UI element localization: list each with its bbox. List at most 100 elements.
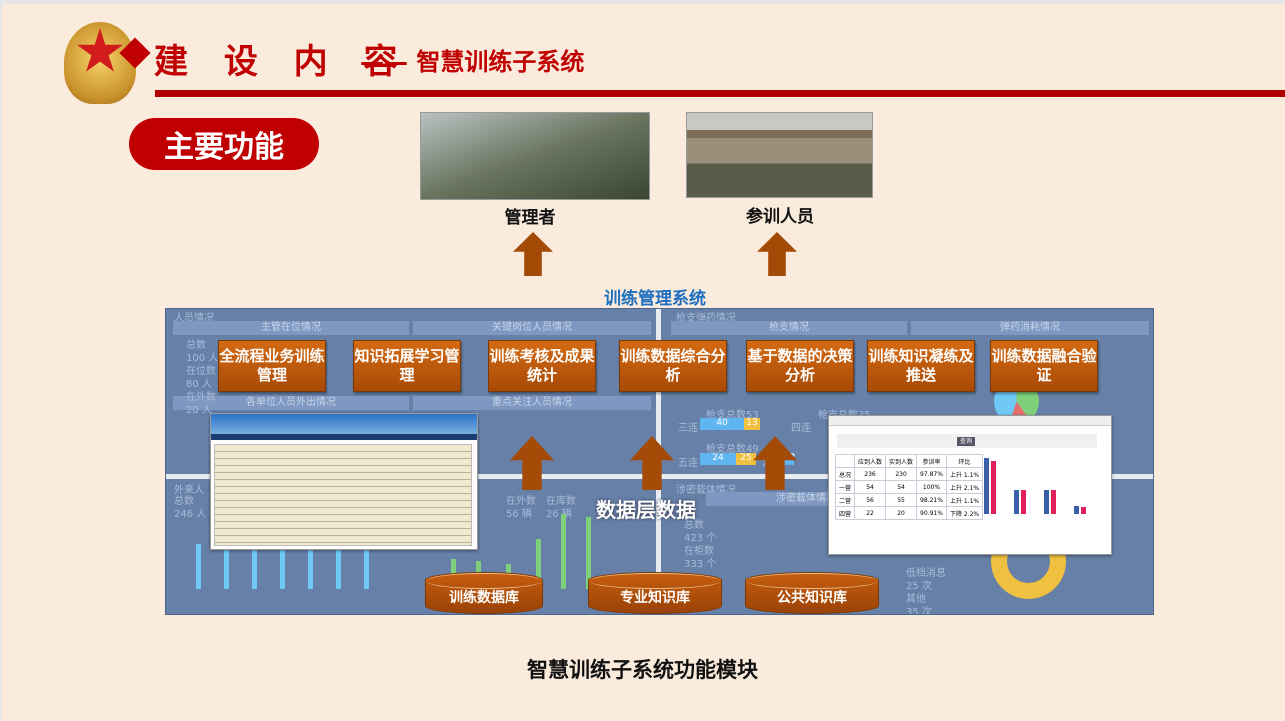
- panel-header: 关键岗位人员情况: [413, 321, 651, 335]
- company-value-a: 40: [700, 418, 744, 430]
- stat-label: 在外数: [506, 496, 536, 507]
- slide-title: 建 设 内 容: [154, 42, 410, 82]
- bar: [536, 539, 541, 589]
- stat-value: 25 次: [906, 581, 932, 592]
- visitor-stats: 总数 246 人: [174, 495, 206, 521]
- public-knowledge-base[interactable]: 公共知识库: [745, 572, 879, 614]
- bar: [252, 549, 257, 589]
- stat-label: 在外数: [186, 392, 216, 403]
- function-data-fusion[interactable]: 训练数据融合验证: [990, 340, 1098, 392]
- company-value-a: 24: [700, 453, 736, 465]
- bar: [196, 544, 201, 589]
- function-data-analysis[interactable]: 训练数据综合分析: [619, 340, 727, 392]
- bar: [364, 539, 369, 589]
- column-header: 应到人数: [854, 454, 887, 468]
- system-title: 训练管理系统: [604, 289, 706, 309]
- stat-value: 80 人: [186, 379, 212, 390]
- column-header: 环比: [945, 454, 984, 468]
- training-database[interactable]: 训练数据库: [425, 572, 543, 614]
- trainee-photo: [686, 112, 873, 198]
- vehicle-out-stats: 在外数 56 辆: [506, 495, 536, 521]
- bar: [1044, 490, 1049, 514]
- stat-label: 在柜数: [684, 546, 714, 557]
- company-name: 四连: [791, 423, 811, 434]
- bar: [1014, 490, 1019, 514]
- panel-header: 弹药消耗情况: [911, 321, 1149, 335]
- gun-total: 枪支总数53: [706, 410, 759, 421]
- carrier-stats: 总数 423 个在柜数 333 个: [684, 519, 716, 571]
- function-assessment-stats[interactable]: 训练考核及成果统计: [488, 340, 596, 392]
- slide-subtitle: —— 智慧训练子系统: [360, 42, 584, 77]
- stats-header: [829, 416, 1111, 426]
- stat-value: 100 人: [186, 353, 219, 364]
- role-label-manager: 管理者: [504, 208, 556, 228]
- stat-label: 在位数: [186, 366, 216, 377]
- stat-label: 其他: [906, 594, 926, 605]
- bar: [1021, 490, 1026, 514]
- panel-header: 主管在位情况: [173, 321, 409, 335]
- stat-label: 总数: [174, 496, 194, 507]
- figure-caption: 智慧训练子系统功能模块: [527, 658, 758, 682]
- section-label: 涉密载体情况: [676, 485, 736, 496]
- bar: [984, 458, 989, 514]
- stat-label: 总数: [684, 520, 704, 531]
- exam-screenshot: [210, 413, 478, 550]
- stat-label: 在库数: [546, 496, 576, 507]
- panel-header: 各单位人员外出情况: [173, 396, 409, 410]
- personnel-stats: 总数 100 人在位数 80 人在外数 20 人: [186, 339, 218, 417]
- company-name: 三连: [678, 423, 698, 434]
- query-button[interactable]: 查询: [957, 437, 976, 446]
- professional-knowledge-base[interactable]: 专业知识库: [588, 572, 722, 614]
- ammo-stats: 低档消息 25 次其他 35 次: [906, 567, 946, 615]
- exam-header: [211, 414, 477, 434]
- function-knowledge-learning[interactable]: 知识拓展学习管理: [353, 340, 461, 392]
- stat-value: 423 个: [684, 533, 717, 544]
- stat-value: 20 人: [186, 405, 212, 416]
- column-header: 实到人数: [885, 454, 918, 468]
- stat-label: 总数: [186, 340, 206, 351]
- bar: [586, 517, 591, 589]
- column-header: 参训率: [916, 454, 947, 468]
- section-label: 枪支弹药情况: [676, 313, 736, 324]
- bar: [224, 537, 229, 589]
- bar: [308, 541, 313, 589]
- stat-value: 35 次: [906, 607, 932, 615]
- function-decision-analysis[interactable]: 基于数据的决策分析: [746, 340, 854, 392]
- company-name: 五连: [678, 458, 698, 469]
- stat-value: 333 个: [684, 559, 717, 570]
- bar: [991, 461, 996, 514]
- manager-photo: [420, 112, 650, 200]
- panel-header: 重点关注人员情况: [413, 396, 651, 410]
- section-label: 外来人: [174, 485, 204, 496]
- title-rule: [155, 90, 1285, 97]
- company-value-b: 13: [744, 418, 760, 430]
- bar-chart: [186, 519, 376, 589]
- bar: [561, 514, 566, 589]
- role-label-trainee: 参训人员: [746, 207, 814, 227]
- subtitle-text: 智慧训练子系统: [416, 48, 585, 76]
- bar: [280, 534, 285, 589]
- exam-nav: [211, 434, 477, 440]
- bar: [336, 529, 341, 589]
- attendance-bar-chart: [979, 458, 1099, 514]
- bar: [1051, 490, 1056, 514]
- stat-label: 低档消息: [906, 568, 946, 579]
- panel-header: 枪支情况: [671, 321, 907, 335]
- exam-paper: [214, 444, 472, 546]
- bar: [1074, 506, 1079, 514]
- stat-value: 56 辆: [506, 509, 532, 520]
- stat-value: 246 人: [174, 509, 207, 520]
- gun-total: 枪支总数49: [706, 444, 759, 455]
- data-layer-label: 数据层数据: [596, 498, 696, 522]
- title-dash: ——: [360, 48, 408, 76]
- function-workflow-training[interactable]: 全流程业务训练管理: [218, 340, 326, 392]
- stats-filter-bar: 查询: [837, 434, 1097, 448]
- company-value-b: 25: [736, 453, 756, 465]
- function-knowledge-push[interactable]: 训练知识凝练及推送: [867, 340, 975, 392]
- bar: [1081, 507, 1086, 514]
